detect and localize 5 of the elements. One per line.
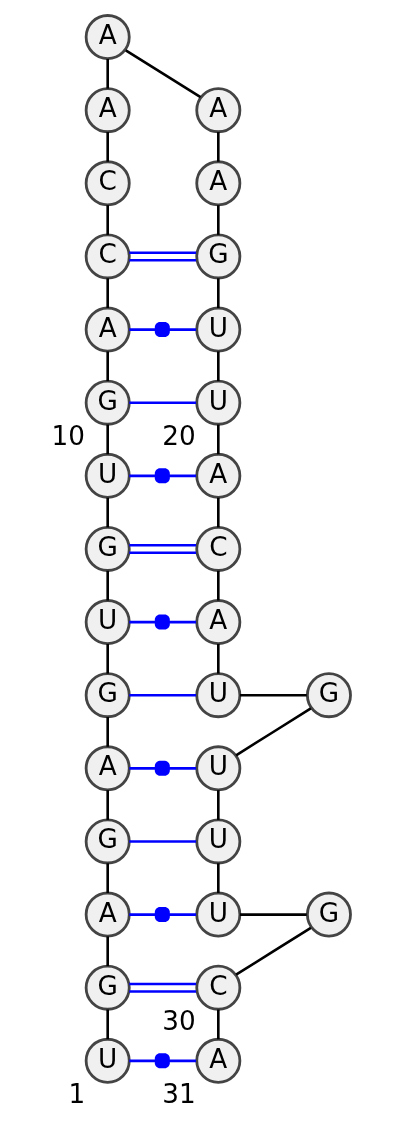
node-label: 31 <box>161 1079 196 1110</box>
node-label: 1 <box>67 1079 85 1110</box>
node-label: 20 <box>161 421 196 452</box>
node-label: 30 <box>161 1006 196 1037</box>
node-label: 10 <box>51 421 85 452</box>
